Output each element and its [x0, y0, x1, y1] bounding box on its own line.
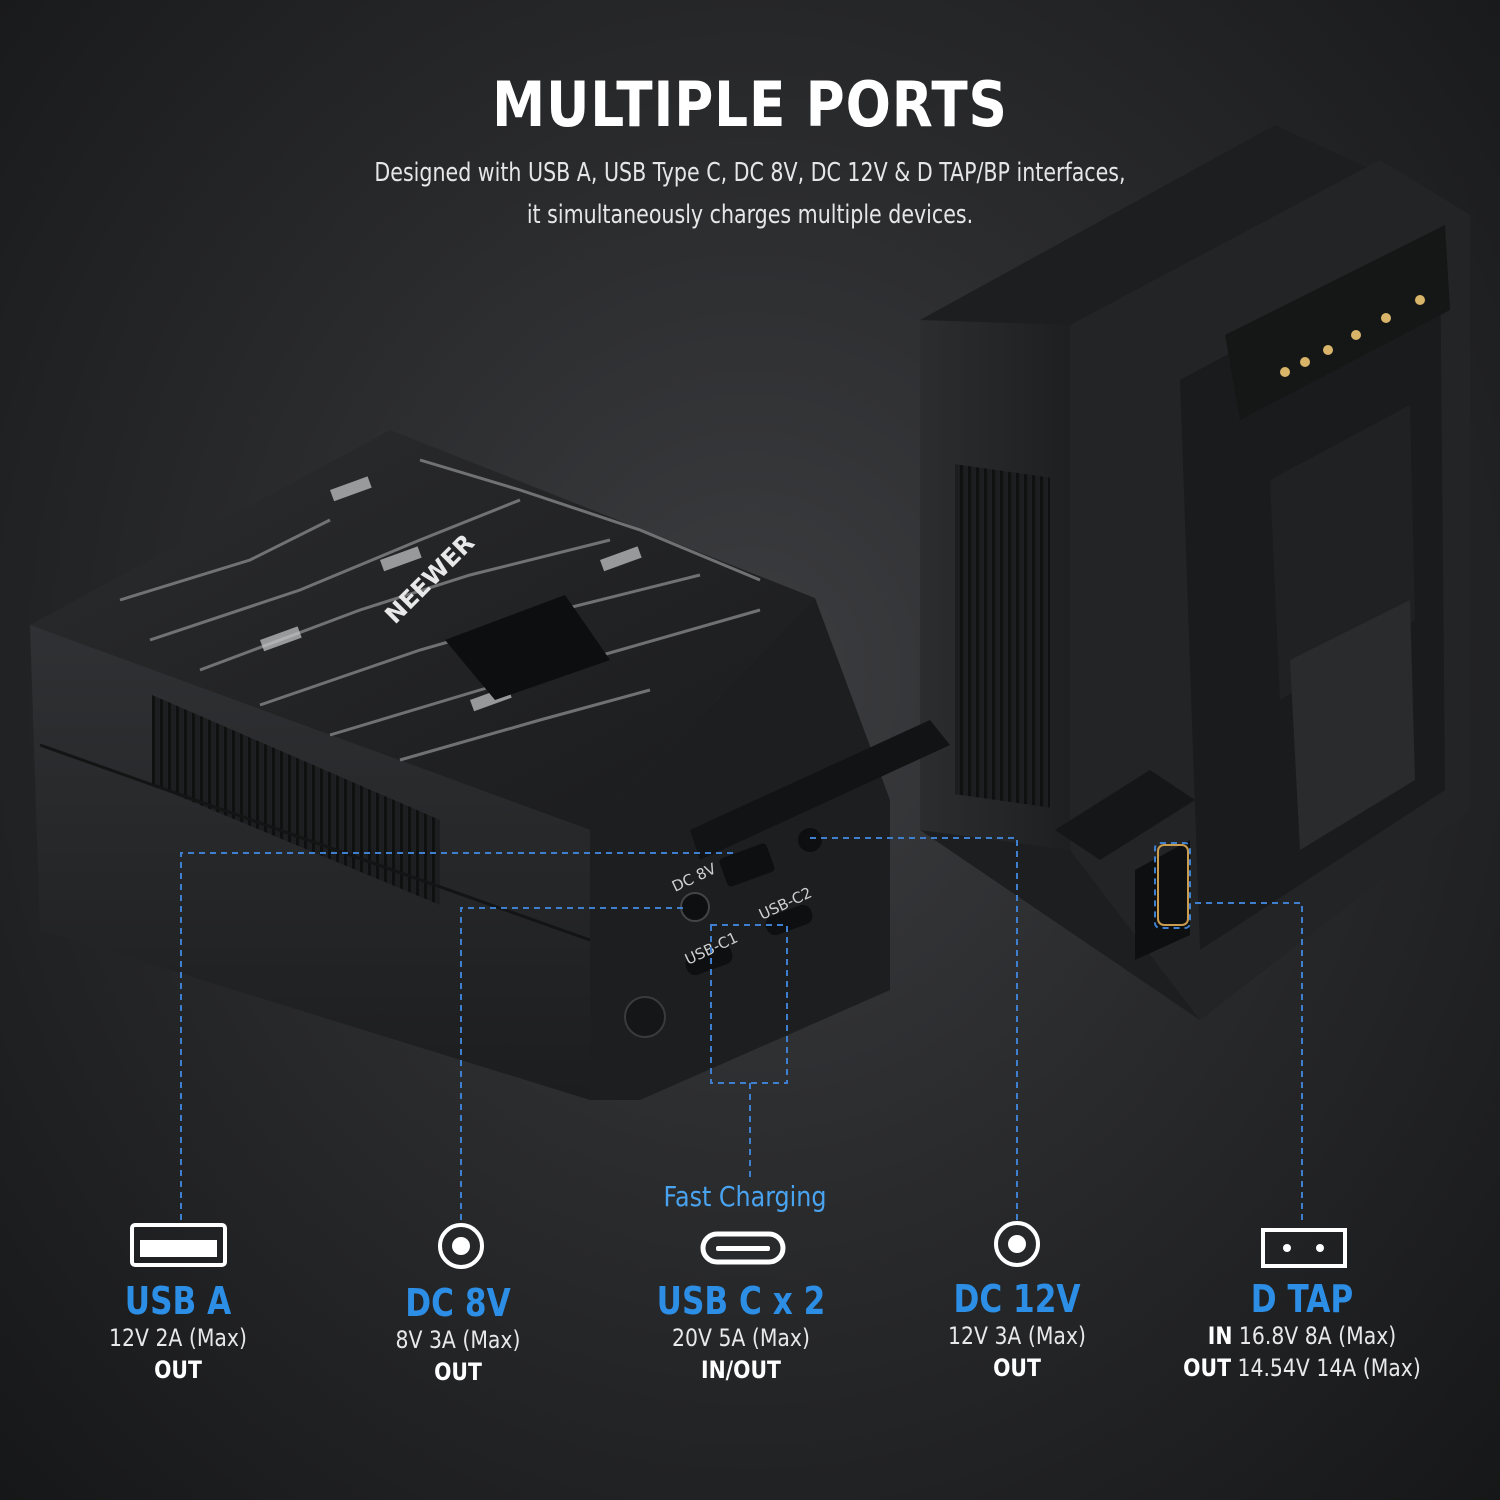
subtitle-line-1: Designed with USB A, USB Type C, DC 8V, …: [374, 158, 1126, 188]
port-name: D TAP: [1250, 1277, 1354, 1321]
battery-standing: [920, 125, 1470, 1020]
out-spec: 14.54V 14A (Max): [1237, 1354, 1421, 1382]
port-mode: OUT: [434, 1358, 482, 1386]
port-spec-in: IN 16.8V 8A (Max): [1166, 1320, 1438, 1352]
port-name: USB A: [124, 1279, 232, 1323]
port-mode: OUT: [993, 1354, 1041, 1382]
usb-c-icon: [700, 1231, 786, 1265]
port-usb-c: USB C x 2 20V 5A (Max) IN/OUT: [581, 1280, 901, 1386]
port-dc-8v: DC 8V 8V 3A (Max) OUT: [298, 1282, 618, 1388]
page-title: MULTIPLE PORTS: [492, 68, 1008, 141]
port-d-tap: D TAP IN 16.8V 8A (Max) OUT 14.54V 14A (…: [1142, 1278, 1462, 1384]
port-spec-out: OUT 14.54V 14A (Max): [1166, 1352, 1438, 1384]
battery-lying: NEEWER DC 8V USB-C1 USB-C2: [30, 430, 950, 1100]
dc12v-connector: [810, 837, 1018, 1220]
dc-port-icon: [994, 1221, 1040, 1267]
port-spec: 12V 3A (Max): [948, 1322, 1086, 1350]
usbc-bracket: [710, 924, 788, 1084]
out-label: OUT: [1183, 1354, 1231, 1382]
in-spec: 16.8V 8A (Max): [1238, 1322, 1397, 1350]
usb-a-connector: [180, 852, 735, 1220]
port-name: DC 12V: [953, 1277, 1081, 1321]
d-tap-icon: [1261, 1228, 1347, 1268]
in-label: IN: [1207, 1322, 1233, 1350]
port-name: USB C x 2: [656, 1279, 826, 1323]
dc-port-icon: [438, 1223, 484, 1269]
port-spec: 8V 3A (Max): [395, 1326, 521, 1354]
usb-a-icon: [130, 1223, 227, 1267]
fast-charging-label: Fast Charging: [663, 1180, 827, 1213]
dtap-highlight: [1154, 842, 1191, 929]
port-mode: OUT: [154, 1356, 202, 1384]
subtitle-line-2: it simultaneously charges multiple devic…: [526, 200, 974, 230]
dc8v-connector: [460, 907, 685, 1220]
port-name: DC 8V: [405, 1281, 511, 1325]
port-usb-a: USB A 12V 2A (Max) OUT: [18, 1280, 338, 1386]
port-spec: 12V 2A (Max): [109, 1324, 247, 1352]
port-mode: IN/OUT: [701, 1356, 781, 1384]
port-spec: 20V 5A (Max): [672, 1324, 810, 1352]
port-dc-12v: DC 12V 12V 3A (Max) OUT: [857, 1278, 1177, 1384]
connector-lines: [180, 837, 1303, 1220]
page-subtitle: Designed with USB A, USB Type C, DC 8V, …: [250, 152, 1250, 236]
